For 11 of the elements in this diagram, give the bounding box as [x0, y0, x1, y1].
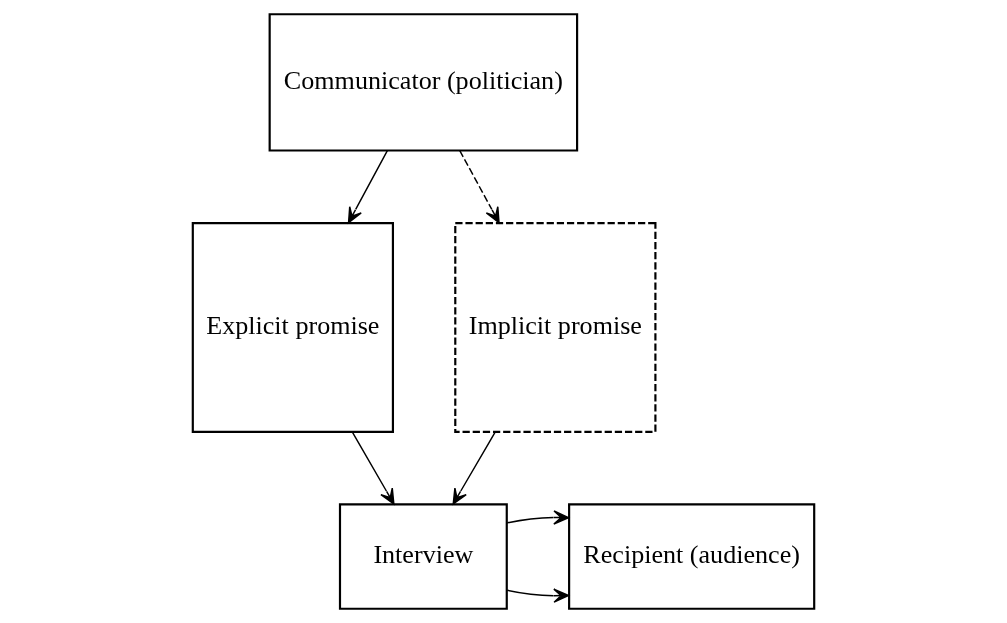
arrow: [351, 431, 395, 505]
node-box: Recipient (audience): [568, 503, 816, 610]
arrow: [459, 149, 500, 224]
node-box: Communicator (politician): [268, 13, 579, 152]
arrow: [506, 588, 570, 603]
node-box: Implicit promise: [454, 221, 657, 433]
node-box: Interview: [338, 503, 508, 610]
arrow: [347, 149, 389, 224]
node-box: Explicit promise: [191, 221, 394, 433]
arrow: [506, 510, 570, 525]
arrow: [452, 431, 496, 505]
